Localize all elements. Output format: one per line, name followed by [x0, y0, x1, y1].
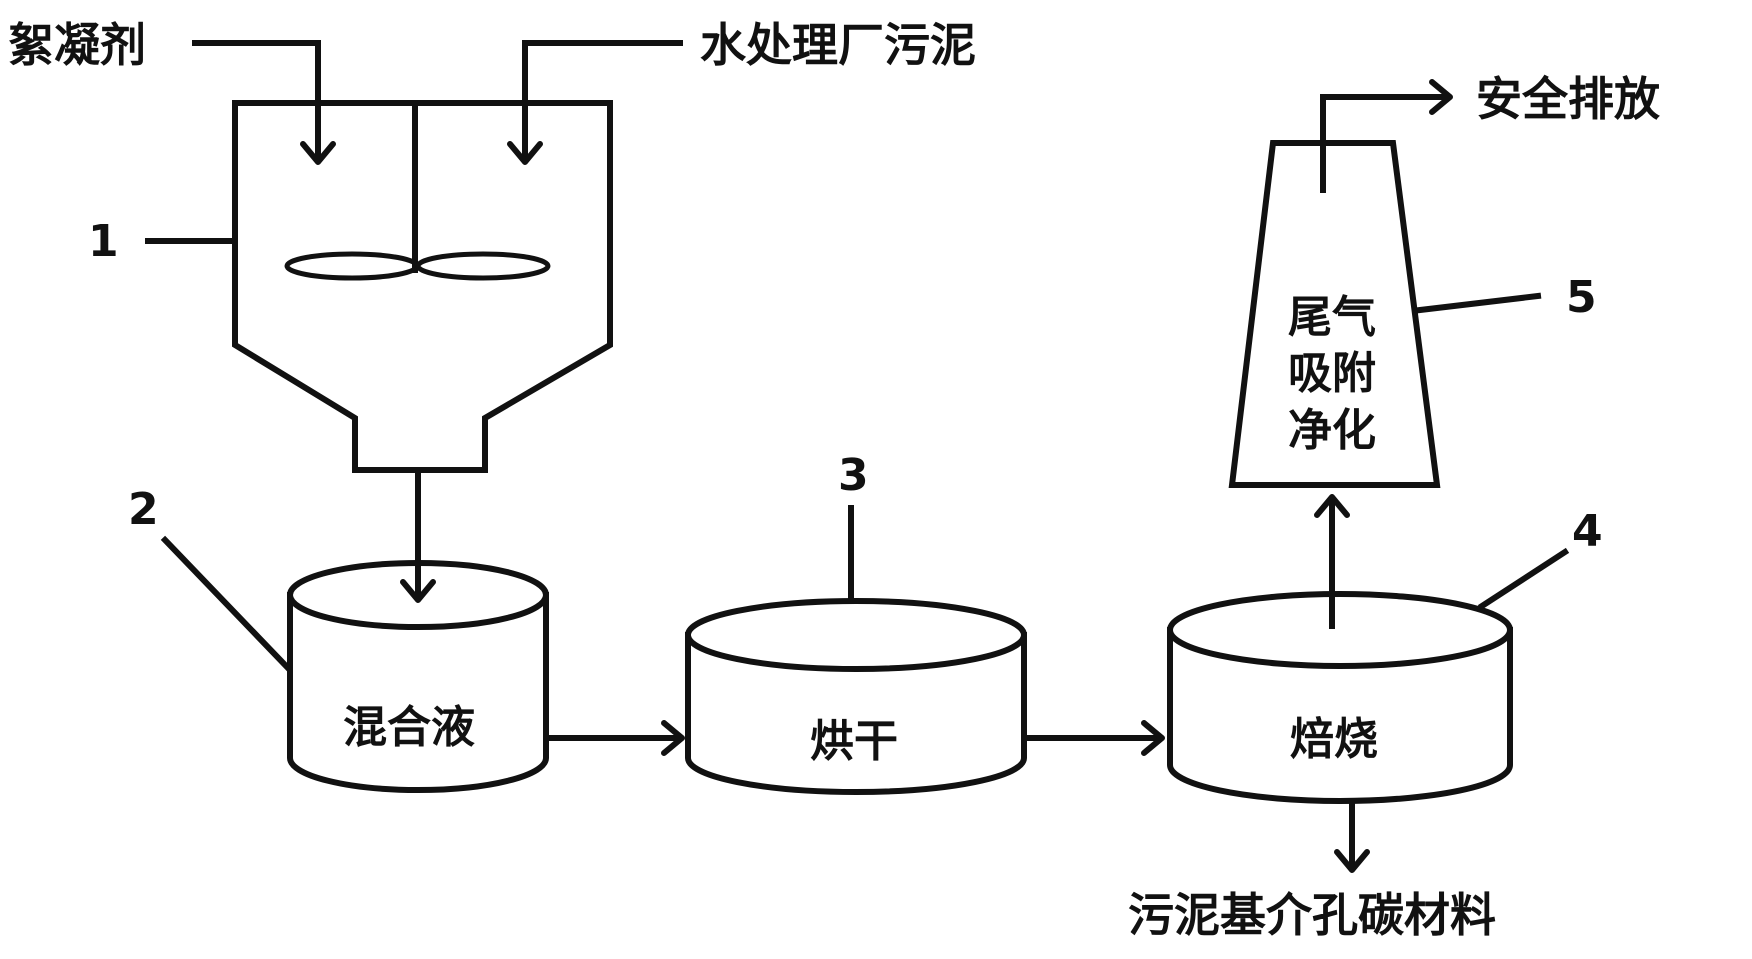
exhaust-arrow [1320, 79, 1453, 193]
leader-line-5 [1416, 292, 1542, 314]
roasting-label: 焙烧 [1290, 714, 1378, 765]
drying-label: 烘干 [810, 716, 898, 767]
mixing-tank [232, 100, 613, 473]
off-gas-label-line-2: 吸附 [1288, 348, 1376, 400]
off-gas-label: 尾气 吸附 净化 [1277, 290, 1387, 459]
product-arrow [1334, 800, 1370, 873]
mixed-to-dry-arrow [545, 720, 685, 756]
flocculant-arrow [192, 40, 336, 165]
unit-1-number: 1 [88, 216, 119, 267]
sludge-label: 水处理厂污泥 [700, 18, 976, 72]
leader-line-4 [1477, 547, 1570, 611]
tank-to-mixed-arrow [400, 470, 436, 603]
dry-to-roast-arrow [1025, 720, 1165, 756]
unit-4-number: 4 [1572, 506, 1603, 557]
unit-3-number: 3 [838, 450, 869, 501]
roasting-cylinder [1167, 591, 1513, 804]
off-gas-label-line-1: 尾气 [1288, 292, 1376, 343]
drying-cylinder [685, 598, 1027, 795]
leader-line-2 [160, 535, 293, 673]
unit-2-number: 2 [128, 484, 159, 535]
off-gas-label-line-3: 净化 [1288, 404, 1376, 456]
flocculant-label: 絮凝剂 [8, 18, 146, 72]
roast-to-gas-arrow [1314, 494, 1350, 629]
sludge-arrow [507, 40, 683, 165]
off-gas-absorber [1228, 140, 1441, 488]
product-label: 污泥基介孔碳材料 [1128, 888, 1496, 942]
safe-discharge-label: 安全排放 [1476, 72, 1660, 126]
unit-5-number: 5 [1566, 272, 1597, 323]
mixed-liquid-label: 混合液 [343, 702, 475, 753]
mixed-liquid-cylinder [287, 560, 549, 793]
